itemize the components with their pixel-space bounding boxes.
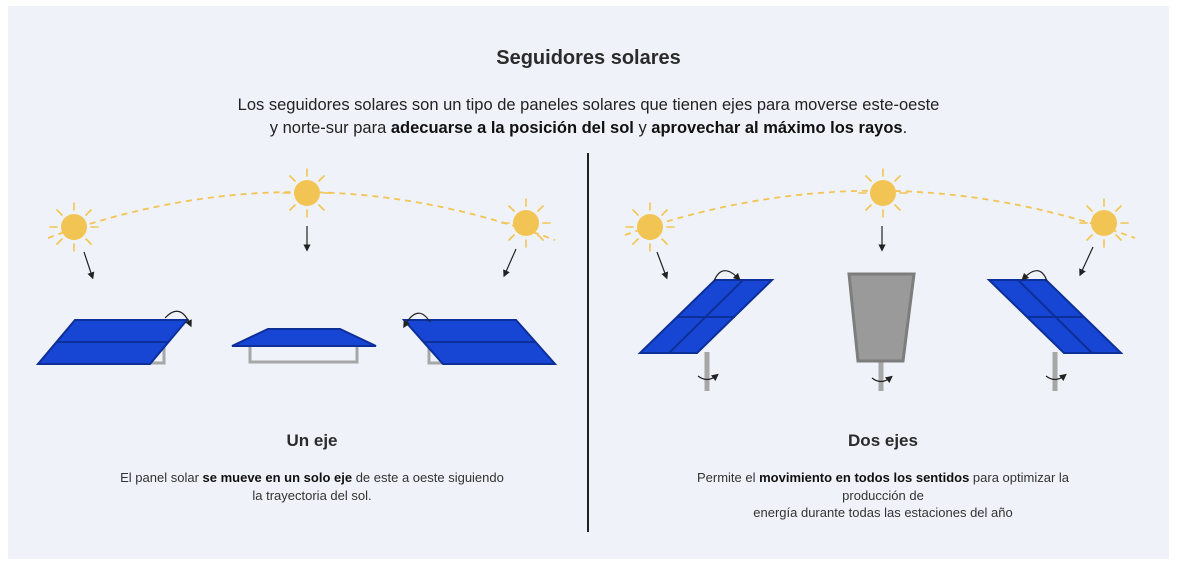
- desc-highlight: movimiento en todos los sentidos: [759, 470, 970, 485]
- sun-icon-noon-left: [282, 168, 332, 218]
- rotate-arrow-icon: [713, 270, 741, 282]
- intro-highlight-2: aprovechar al máximo los rayos: [651, 119, 903, 137]
- rotate-arrow-icon: [697, 373, 719, 382]
- sun-icon-noon-right: [858, 168, 908, 218]
- intro-line-2c: y: [633, 119, 652, 137]
- sun-icon-east-right: [625, 202, 675, 252]
- desc-text: El panel solar: [120, 470, 203, 485]
- sun-ray-arrow-1: [83, 251, 95, 280]
- desc-highlight: se mueve en un solo eje: [202, 470, 353, 485]
- desc-text: de este a oeste siguiendo: [352, 470, 504, 485]
- intro-line-2e: .: [902, 119, 908, 137]
- rotate-arrow-icon: [1045, 373, 1067, 382]
- sun-icon-east-left: [49, 202, 99, 252]
- intro-line-2a: y norte-sur para: [269, 119, 391, 137]
- tilted-panel-east: [35, 310, 192, 365]
- intro-text: Los seguidores solares son un tipo de pa…: [180, 94, 997, 140]
- dual-axis-panel-noon: [847, 272, 916, 391]
- sun-icon-west-right: [1079, 198, 1129, 248]
- desc-text: Permite el: [696, 470, 760, 485]
- sun-ray-arrow-3: [503, 248, 517, 278]
- rotate-arrow-icon: [164, 310, 192, 328]
- sun-icon-west-left: [501, 198, 551, 248]
- dual-axis-panel-east: [637, 270, 775, 391]
- section-title-un-eje: Un eje: [286, 431, 338, 450]
- intro-highlight-1: adecuarse a la posición del sol: [390, 119, 634, 137]
- rotate-arrow-icon: [403, 312, 431, 329]
- desc-text: la trayectoria del sol.: [252, 487, 372, 503]
- rotate-arrow-icon: [1021, 270, 1048, 282]
- dual-axis-panel-west: [986, 270, 1124, 391]
- rotate-arrow-icon: [871, 375, 893, 384]
- sun-ray-arrow-4: [656, 251, 669, 280]
- tilted-panel-west: [401, 312, 558, 365]
- desc-text: energía durante todas las estaciones del…: [753, 505, 1013, 520]
- section-divider: [587, 153, 589, 532]
- intro-line-1: Los seguidores solares son un tipo de pa…: [237, 96, 940, 114]
- desc-text: para optimizar la producción de: [842, 470, 1070, 503]
- flat-panel-noon: [231, 328, 377, 364]
- section-desc-dos-ejes: Permite el movimiento en todos los senti…: [683, 469, 1083, 522]
- section-desc-un-eje: El panel solar se mueve en un solo eje d…: [112, 469, 512, 504]
- page-title: Seguidores solares: [496, 47, 681, 69]
- sun-ray-arrow-6: [1079, 246, 1094, 277]
- section-title-dos-ejes: Dos ejes: [848, 431, 918, 450]
